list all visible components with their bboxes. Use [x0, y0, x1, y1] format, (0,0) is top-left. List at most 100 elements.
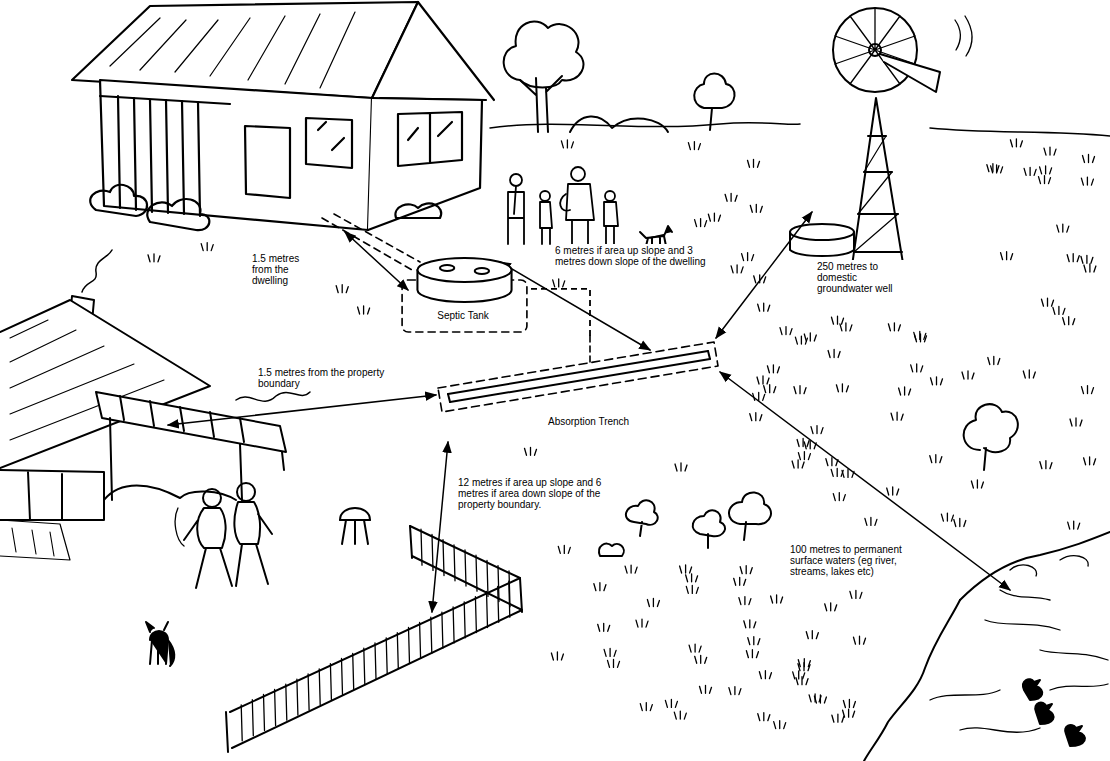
fence-picket	[498, 566, 499, 602]
grass-tuft	[825, 603, 837, 611]
house-drain	[322, 214, 420, 270]
grass-tuft	[833, 493, 845, 501]
distance-label: 12 metres if area up slope and 6 metres …	[456, 476, 605, 511]
trench-symbol	[438, 336, 718, 412]
distance-label: 1.5 metres from the dwelling	[250, 252, 316, 287]
grass-tuft	[740, 566, 752, 574]
fence-picket	[342, 659, 343, 695]
neighbours	[184, 508, 232, 588]
grass-tuft	[764, 385, 776, 393]
water-tank	[790, 232, 854, 256]
grass-tuft	[1042, 298, 1054, 306]
grass-tuft	[831, 468, 843, 476]
fence-picket	[386, 638, 387, 674]
trench-pipe-end	[448, 351, 710, 402]
fence-picket	[241, 705, 242, 741]
grass-tuft	[725, 193, 737, 201]
tank-lid	[475, 268, 489, 274]
distance-label: 250 metres to domestic groundwater well	[815, 260, 914, 295]
fence-picket	[465, 550, 466, 586]
grass-tuft	[674, 711, 686, 719]
dwelling	[368, 98, 482, 230]
duck	[1035, 703, 1053, 724]
grass-tuft	[695, 219, 707, 227]
bush	[599, 404, 1018, 556]
grass-tuft	[750, 204, 762, 212]
grass-tuft	[971, 480, 983, 488]
node-outline	[398, 252, 531, 334]
windmill	[854, 136, 898, 252]
fence-picket	[442, 612, 443, 648]
grass-tuft	[758, 303, 770, 311]
neighbours	[234, 502, 272, 586]
grass-tuft	[695, 655, 707, 663]
fence-picket	[421, 529, 422, 565]
grass-tuft	[1081, 255, 1093, 263]
grass-tuft	[798, 663, 810, 671]
grass-tuft	[806, 631, 818, 639]
bush	[964, 404, 1018, 470]
windmill	[854, 136, 902, 252]
grass-tuft	[954, 519, 966, 527]
fence-picket	[420, 622, 421, 658]
grass-tuft	[854, 636, 866, 644]
grass-tuft	[804, 441, 816, 449]
bush	[599, 544, 624, 556]
duck	[1023, 679, 1042, 700]
grass-tuft	[1044, 147, 1056, 155]
grass-tuft	[689, 644, 701, 652]
family	[508, 167, 618, 244]
fence-picket	[319, 669, 320, 705]
drain-pipe	[531, 289, 590, 336]
cat	[146, 622, 174, 666]
tree	[694, 74, 734, 131]
fence-picket	[330, 664, 331, 700]
grass-tuft	[1023, 370, 1035, 378]
windmill	[833, 8, 917, 92]
node-label: Absorption Trench	[548, 416, 629, 427]
septic-tank: Septic Tank	[398, 252, 531, 334]
trench-feed-pipe	[589, 336, 591, 364]
fence	[226, 526, 522, 752]
grass-tuft	[675, 463, 687, 471]
dwelling	[398, 112, 462, 166]
fence-picket	[464, 602, 465, 638]
grass-tuft	[700, 685, 712, 693]
grass-tuft	[915, 334, 927, 342]
grass-tuft	[1070, 418, 1082, 426]
fence-picket	[476, 555, 477, 591]
family	[540, 191, 550, 201]
grass-tuft	[1001, 252, 1013, 260]
fence-picket	[454, 545, 455, 581]
fence-picket	[275, 689, 276, 725]
river	[960, 532, 1110, 600]
grass-tuft	[793, 671, 805, 679]
distance-label: 1.5 metres from the property boundary	[256, 366, 400, 390]
dimension-arrow	[500, 262, 650, 350]
grass-tuft	[640, 703, 652, 711]
grass-tuft	[1084, 264, 1096, 272]
grass-tuft	[931, 377, 943, 385]
horizon-line	[490, 123, 800, 128]
grass-tuft	[729, 687, 741, 695]
bush	[729, 492, 771, 540]
tree	[570, 116, 668, 132]
neighbour-house	[0, 520, 70, 560]
dimension-arrow	[432, 442, 448, 612]
water-tank	[790, 224, 854, 240]
river	[864, 600, 960, 761]
grass-tuft	[731, 265, 743, 273]
river	[930, 684, 1108, 732]
grass-tuft	[688, 142, 700, 150]
grass-tuft	[1024, 167, 1036, 175]
dog	[640, 226, 672, 246]
grass-tuft	[836, 384, 848, 392]
house-drain	[334, 214, 420, 262]
grass-tuft	[832, 316, 844, 324]
grass-tuft	[742, 253, 754, 261]
duck	[1023, 679, 1085, 746]
fence	[226, 526, 522, 752]
grass-tuft	[739, 597, 751, 605]
